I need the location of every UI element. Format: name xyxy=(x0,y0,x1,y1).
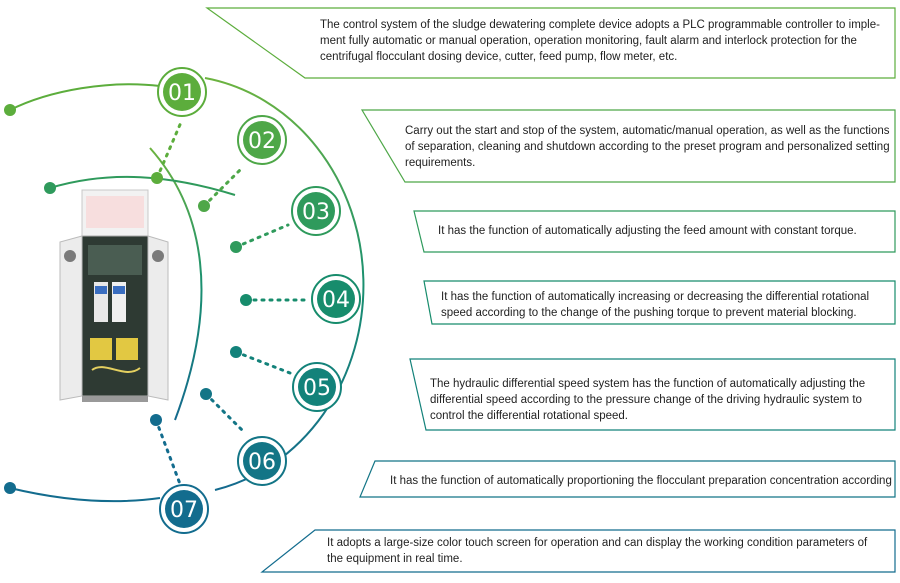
badge-04: 04 xyxy=(311,274,361,324)
left-connector-bottom xyxy=(9,487,161,503)
left-dot-mid xyxy=(44,182,56,194)
callout-box-5 xyxy=(409,358,896,431)
callout-box-4 xyxy=(423,280,896,325)
dotted-leader-2 xyxy=(202,168,242,208)
dotted-leader-7 xyxy=(154,418,182,486)
left-connector-mid xyxy=(49,175,236,196)
dotted-leader-3 xyxy=(234,223,290,249)
junction-dot-3 xyxy=(230,241,242,253)
badge-number-06: 06 xyxy=(248,450,276,475)
badge-01: 01 xyxy=(157,67,207,117)
badge-number-05: 05 xyxy=(303,376,331,401)
left-dot-top xyxy=(4,104,16,116)
outer-arc xyxy=(204,77,365,491)
badge-number-01: 01 xyxy=(168,81,196,106)
junction-dot-6 xyxy=(200,388,212,400)
control-cabinet-image xyxy=(59,189,169,402)
junction-dot-4 xyxy=(240,294,252,306)
badge-number-02: 02 xyxy=(248,129,276,154)
junction-dot-5 xyxy=(230,346,242,358)
step-03-description: It has the function of automatically adj… xyxy=(438,225,857,237)
callout-box-6 xyxy=(359,460,896,498)
step-06-description: It has the function of automatically pro… xyxy=(390,475,892,487)
step-02-description: Carry out the start and stop of the syst… xyxy=(405,125,890,169)
badge-07: 07 xyxy=(159,484,209,534)
dotted-leader-6 xyxy=(204,392,246,434)
callout-box-2 xyxy=(360,109,896,183)
badge-05: 05 xyxy=(292,362,342,412)
badge-03: 03 xyxy=(291,186,341,236)
junction-dot-1 xyxy=(151,172,163,184)
badge-number-07: 07 xyxy=(170,498,198,523)
step-07-description: It adopts a large-size color touch scree… xyxy=(327,537,868,565)
dotted-leader-1 xyxy=(155,118,184,180)
step-05-description: The hydraulic differential speed system … xyxy=(430,378,866,422)
dotted-leader-5 xyxy=(234,350,292,375)
badge-02: 02 xyxy=(237,115,287,165)
callout-box-1 xyxy=(205,7,896,79)
junction-dot-2 xyxy=(198,200,210,212)
badge-06: 06 xyxy=(237,436,287,486)
left-connector-top xyxy=(9,83,161,111)
step-04-description: It has the function of automatically inc… xyxy=(441,291,870,319)
step-01-description: The control system of the sludge dewater… xyxy=(320,19,880,63)
junction-dot-7 xyxy=(150,414,162,426)
badge-number-03: 03 xyxy=(302,200,330,225)
left-dot-bottom xyxy=(4,482,16,494)
callout-box-3 xyxy=(413,210,896,253)
callout-box-7 xyxy=(260,529,896,573)
inner-arc xyxy=(149,147,203,421)
badge-number-04: 04 xyxy=(322,288,350,313)
